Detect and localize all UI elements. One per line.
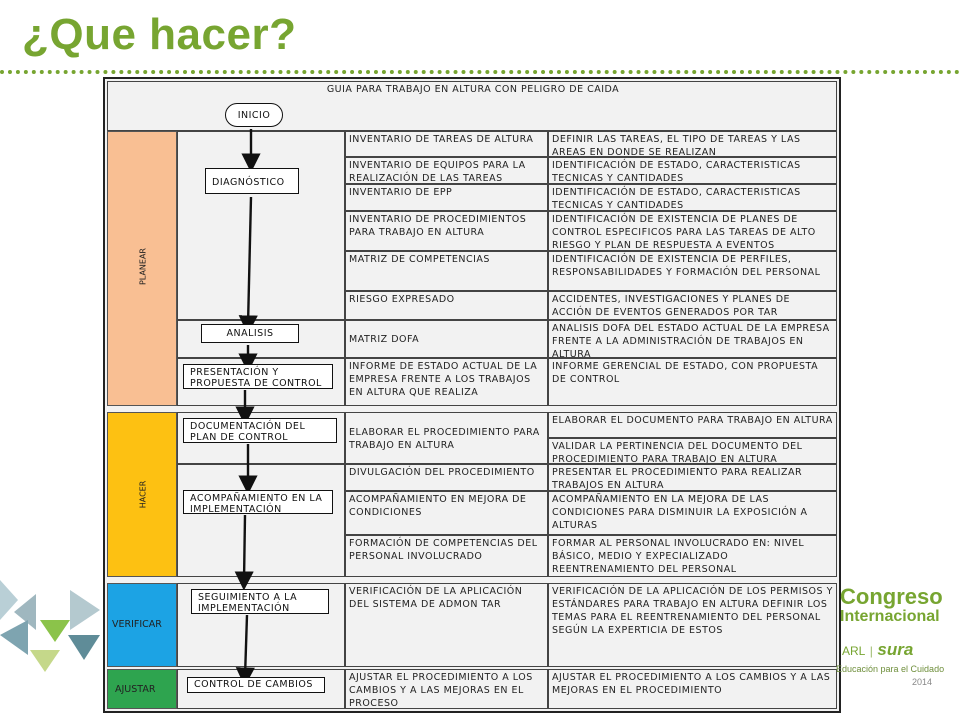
activity-cell: ACOMPAÑAMIENTO EN MEJORA DE CONDICIONES xyxy=(345,491,548,535)
description-cell: IDENTIFICACIÓN DE EXISTENCIA DE PLANES D… xyxy=(548,211,837,251)
logo-sura: sura xyxy=(877,640,914,659)
logo-arl: ARL xyxy=(842,644,866,658)
description-cell: FORMAR AL PERSONAL INVOLUCRADO EN: NIVEL… xyxy=(548,535,837,577)
activity-cell: INVENTARIO DE TAREAS DE ALTURA xyxy=(345,131,548,157)
process-box-control-cambios: CONTROL DE CAMBIOS xyxy=(187,677,325,693)
process-box-acompanamiento: ACOMPAÑAMIENTO EN LA IMPLEMENTACIÓN xyxy=(183,490,333,515)
description-cell: VERIFICACIÓN DE LA APLICACIÓN DE LOS PER… xyxy=(548,583,837,667)
activity-cell: INFORME DE ESTADO ACTUAL DE LA EMPRESA F… xyxy=(345,358,548,406)
decorative-shapes xyxy=(0,580,100,672)
description-cell: IDENTIFICACIÓN DE ESTADO, CARACTERISTICA… xyxy=(548,184,837,211)
phase-label-ajustar: AJUSTAR xyxy=(115,684,156,695)
activity-cell: FORMACIÓN DE COMPETENCIAS DEL PERSONAL I… xyxy=(345,535,548,577)
description-cell: ACOMPAÑAMIENTO EN LA MEJORA DE LAS CONDI… xyxy=(548,491,837,535)
process-box-presentacion: PRESENTACIÓN Y PROPUESTA DE CONTROL xyxy=(183,364,333,389)
logo-congreso: Congreso xyxy=(840,584,943,609)
phase-ajustar: AJUSTAR xyxy=(107,669,177,709)
phase-label-planear: PLANEAR xyxy=(138,248,148,286)
flow-diagram: GUIA PARA TRABAJO EN ALTURA CON PELIGRO … xyxy=(103,77,841,713)
start-node: INICIO xyxy=(225,103,283,127)
activity-cell: VERIFICACIÓN DE LA APLICACIÓN DEL SISTEM… xyxy=(345,583,548,667)
activity-cell: INVENTARIO DE EPP xyxy=(345,184,548,211)
logo-separator: | xyxy=(869,644,873,658)
diagram-header: GUIA PARA TRABAJO EN ALTURA CON PELIGRO … xyxy=(107,81,837,131)
slide-title: ¿Que hacer? xyxy=(22,10,297,59)
phase-hacer: HACER xyxy=(107,412,177,577)
process-box-seguimiento: SEGUIMIENTO A LA IMPLEMENTACIÓN xyxy=(191,589,329,614)
logo-arl-sura: ARL | sura xyxy=(842,640,960,660)
process-box-analisis: ANALISIS xyxy=(201,324,299,343)
description-cell: ELABORAR EL DOCUMENTO PARA TRABAJO EN AL… xyxy=(548,412,837,438)
logo-tagline: Educación para el Cuidado xyxy=(836,664,945,674)
activity-cell: MATRIZ DE COMPETENCIAS xyxy=(345,251,548,291)
activity-cell: AJUSTAR EL PROCEDIMIENTO A LOS CAMBIOS Y… xyxy=(345,669,548,709)
activity-cell: RIESGO EXPRESADO xyxy=(345,291,548,320)
activity-cell: INVENTARIO DE EQUIPOS PARA LA REALIZACIÓ… xyxy=(345,157,548,184)
description-cell: IDENTIFICACIÓN DE ESTADO, CARACTERISTICA… xyxy=(548,157,837,184)
process-cell xyxy=(177,464,345,577)
description-cell: INFORME GERENCIAL DE ESTADO, CON PROPUES… xyxy=(548,358,837,406)
phase-planear: PLANEAR xyxy=(107,131,177,406)
process-box-documentacion: DOCUMENTACIÓN DEL PLAN DE CONTROL xyxy=(183,418,337,443)
process-cell xyxy=(177,131,345,320)
phase-label-hacer: HACER xyxy=(138,480,148,509)
process-box-diagnostico: DIAGNÓSTICO xyxy=(205,168,299,194)
description-cell: AJUSTAR EL PROCEDIMIENTO A LOS CAMBIOS Y… xyxy=(548,669,837,709)
activity-cell: ELABORAR EL PROCEDIMIENTO PARA TRABAJO E… xyxy=(345,412,548,464)
description-cell: ACCIDENTES, INVESTIGACIONES Y PLANES DE … xyxy=(548,291,837,320)
description-cell: PRESENTAR EL PROCEDIMIENTO PARA REALIZAR… xyxy=(548,464,837,491)
phase-label-verificar: VERIFICAR xyxy=(112,619,162,630)
activity-cell: DIVULGACIÓN DEL PROCEDIMIENTO xyxy=(345,464,548,491)
logo-internacional: Internacional xyxy=(840,608,940,625)
diagram-title: GUIA PARA TRABAJO EN ALTURA CON PELIGRO … xyxy=(326,84,620,95)
description-cell: IDENTIFICACIÓN DE EXISTENCIA DE PERFILES… xyxy=(548,251,837,291)
activity-cell: INVENTARIO DE PROCEDIMIENTOS PARA TRABAJ… xyxy=(345,211,548,251)
description-cell: DEFINIR LAS TAREAS, EL TIPO DE TAREAS Y … xyxy=(548,131,837,157)
activity-cell: MATRIZ DOFA xyxy=(345,320,548,358)
logo-year: 2014 xyxy=(912,677,933,687)
description-cell: ANALISIS DOFA DEL ESTADO ACTUAL DE LA EM… xyxy=(548,320,837,358)
phase-verificar: VERIFICAR xyxy=(107,583,177,667)
dotted-divider xyxy=(0,70,960,74)
description-cell: VALIDAR LA PERTINENCIA DEL DOCUMENTO DEL… xyxy=(548,438,837,464)
